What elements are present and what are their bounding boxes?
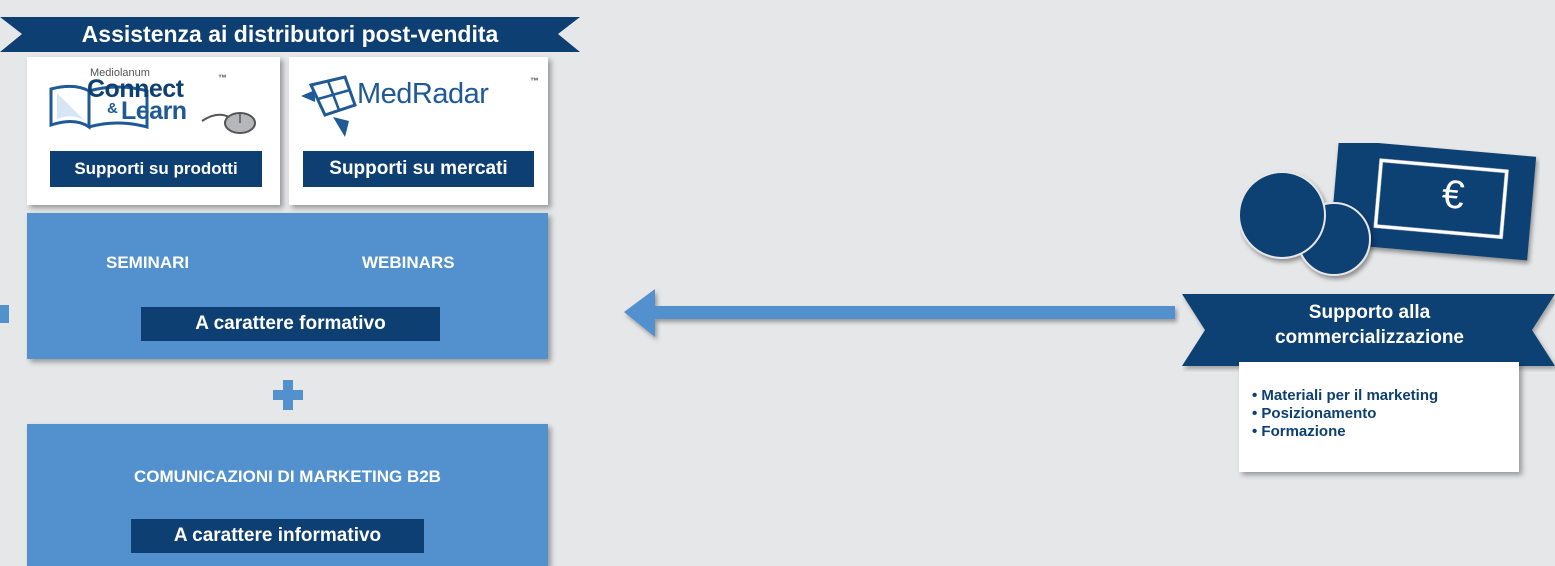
coins-icon <box>1238 171 1371 276</box>
logo-brand-small: Mediolanum <box>90 67 150 79</box>
logo-ampersand: & <box>107 100 118 117</box>
top-banner-title: Assistenza ai distributori post-vendita <box>81 21 499 47</box>
left-edge-marker <box>0 305 9 323</box>
medradar-trademark: ™ <box>530 76 539 86</box>
support-ribbon <box>1182 292 1555 377</box>
currency-symbol: € <box>1440 172 1467 218</box>
support-title: Supporto alla commercializzazione <box>1217 300 1522 350</box>
logo-word-connect: Connect <box>87 75 184 103</box>
top-banner: Assistenza ai distributori post-vendita <box>0 14 580 54</box>
connect-learn-card: Mediolanum Connect ™ & Learn Supporti su… <box>27 57 280 205</box>
support-title-line1: Supporto alla <box>1308 302 1431 323</box>
radar-logo-icon <box>301 75 357 137</box>
support-item-training: • Formazione <box>1252 423 1346 440</box>
banknote-icon <box>1329 139 1537 261</box>
support-list-card: • Materiali per il marketing • Posiziona… <box>1239 362 1519 472</box>
training-box: SEMINARI WEBINARS A carattere formativo <box>27 213 548 359</box>
webinars-label: WEBINARS <box>362 253 455 272</box>
b2b-marketing-title: COMUNICAZIONI DI MARKETING B2B <box>134 467 441 486</box>
support-title-line2: commercializzazione <box>1274 327 1465 348</box>
seminari-label: SEMINARI <box>106 253 190 272</box>
connect-learn-label: Supporti su prodotti <box>50 151 262 187</box>
logo-word-learn: Learn <box>121 97 187 125</box>
info-badge: A carattere informativo <box>131 519 424 553</box>
medradar-card: MedRadar ™ Supporti su mercati <box>289 57 548 205</box>
support-item-marketing: • Materiali per il marketing <box>1252 387 1439 404</box>
support-item-positioning: • Posizionamento <box>1252 405 1377 422</box>
money-icon-group: € <box>1238 139 1540 288</box>
banner-ribbon-shape <box>0 17 580 52</box>
plus-icon <box>271 378 305 417</box>
medradar-label: Supporti su mercati <box>303 151 534 187</box>
info-box: COMUNICAZIONI DI MARKETING B2B A caratte… <box>27 424 548 566</box>
support-list: • Materiali per il marketing • Posiziona… <box>1252 387 1438 441</box>
left-arrow-icon <box>620 285 1180 350</box>
medradar-logo-text: MedRadar <box>357 78 489 110</box>
training-badge: A carattere formativo <box>141 307 440 341</box>
logo-trademark: ™ <box>218 73 227 83</box>
book-mouse-logo-icon <box>49 84 256 134</box>
